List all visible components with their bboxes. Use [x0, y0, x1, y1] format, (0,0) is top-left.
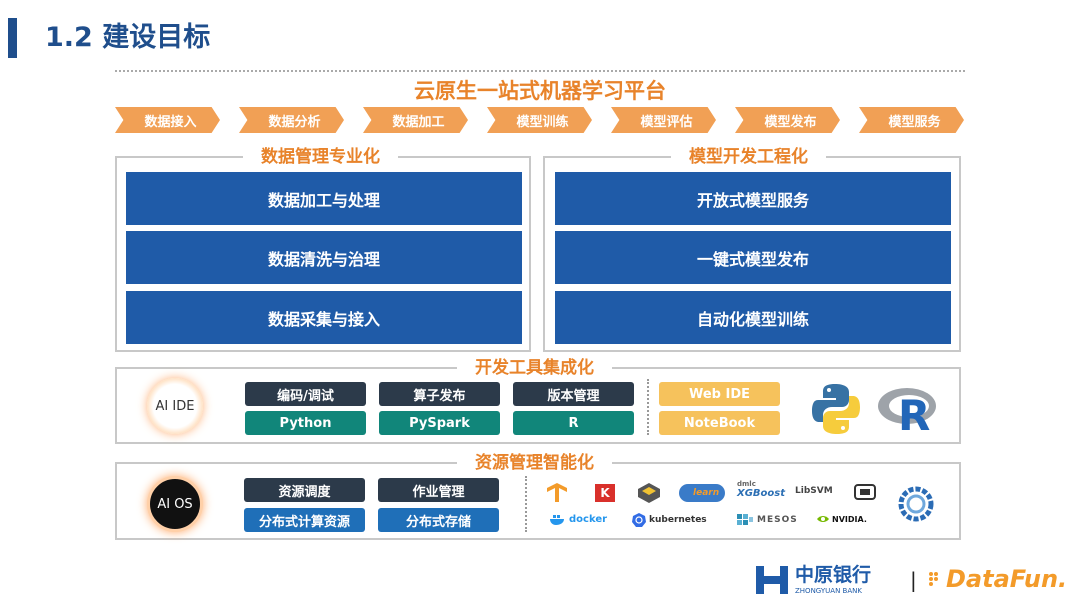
svg-text:R: R [898, 391, 930, 434]
resource-management-panel: 资源管理智能化 AI OS 资源调度 作业管理 分布式计算资源 分布式存储 K … [115, 452, 961, 540]
chainer-logo-icon [854, 484, 876, 500]
chip-web-ide: Web IDE [659, 382, 780, 406]
ai-os-badge: AI OS [147, 476, 203, 532]
xgboost-logo-icon: dmlc XGBoost [737, 480, 786, 499]
bank-name-en: ZHONGYUAN BANK [795, 586, 862, 595]
platform-title: 云原生一站式机器学习平台 [414, 79, 666, 103]
chip-r: R [513, 411, 634, 435]
tensorflow-logo-icon [547, 483, 567, 502]
step-model-serving: 模型服务 [859, 107, 964, 133]
kubernetes-logo-icon: kubernetes [632, 513, 707, 527]
model-item-serving: 开放式模型服务 [555, 172, 951, 225]
docker-logo-icon: docker [549, 513, 607, 525]
scikit-learn-logo-icon: learn [679, 484, 726, 502]
datafun-wordmark: DataFun. [946, 565, 1068, 593]
chip-pyspark: PySpark [379, 411, 500, 435]
tools-divider [647, 379, 649, 435]
chip-job-management: 作业管理 [378, 478, 499, 502]
mesos-logo-icon: MESOS [736, 513, 798, 527]
pipeline-steps: 数据接入 数据分析 数据加工 模型训练 模型评估 模型发布 模型服务 [115, 107, 970, 133]
step-model-training: 模型训练 [487, 107, 592, 133]
r-language-logo-icon: R [878, 388, 936, 434]
nvidia-logo-icon: NVIDIA. [816, 514, 867, 524]
chip-coding-debug: 编码/调试 [245, 382, 366, 406]
step-data-analysis: 数据分析 [239, 107, 344, 133]
model-development-panel: 模型开发工程化 开放式模型服务 一键式模型发布 自动化模型训练 [543, 146, 961, 352]
chip-distributed-storage: 分布式存储 [378, 508, 499, 532]
datafun-logo: DataFun. [928, 563, 1067, 595]
libsvm-logo-icon: LibSVM [795, 486, 833, 496]
model-item-training: 自动化模型训练 [555, 291, 951, 344]
bank-logo: 中原银行 ZHONGYUAN BANK [755, 563, 905, 597]
ai-ide-badge: AI IDE [147, 378, 203, 434]
kubeflow-logo-icon [898, 486, 934, 522]
data-item-cleaning: 数据清洗与治理 [126, 231, 522, 284]
step-data-ingest: 数据接入 [115, 107, 220, 133]
dev-tools-panel: 开发工具集成化 AI IDE 编码/调试 算子发布 版本管理 Python Py… [115, 357, 961, 444]
data-management-panel: 数据管理专业化 数据加工与处理 数据清洗与治理 数据采集与接入 [115, 146, 531, 352]
step-data-processing: 数据加工 [363, 107, 468, 133]
chip-python: Python [245, 411, 366, 435]
page-title: 1.2 建设目标 [45, 22, 211, 53]
title-accent-bar [8, 18, 17, 58]
chip-distributed-compute: 分布式计算资源 [244, 508, 365, 532]
bank-name-cn: 中原银行 [795, 563, 872, 586]
data-item-collection: 数据采集与接入 [126, 291, 522, 344]
zhongyuan-bank-logo-icon [756, 566, 788, 594]
chip-resource-scheduling: 资源调度 [244, 478, 365, 502]
keras-logo-icon: K [595, 484, 615, 502]
chip-operator-release: 算子发布 [379, 382, 500, 406]
step-model-release: 模型发布 [735, 107, 840, 133]
resource-divider [525, 476, 527, 532]
tools-panel-heading: 开发工具集成化 [457, 357, 612, 379]
title-divider [115, 70, 965, 72]
chip-notebook: NoteBook [659, 411, 780, 435]
resource-panel-heading: 资源管理智能化 [457, 452, 612, 474]
model-panel-heading: 模型开发工程化 [671, 146, 826, 168]
model-item-release: 一键式模型发布 [555, 231, 951, 284]
footer-separator: | [910, 568, 917, 592]
mxnet-logo-icon [638, 483, 660, 503]
data-item-processing: 数据加工与处理 [126, 172, 522, 225]
data-panel-heading: 数据管理专业化 [243, 146, 398, 168]
datafun-mark-icon [929, 572, 938, 586]
step-model-evaluation: 模型评估 [611, 107, 716, 133]
python-logo-icon [812, 384, 860, 434]
chip-version-control: 版本管理 [513, 382, 634, 406]
